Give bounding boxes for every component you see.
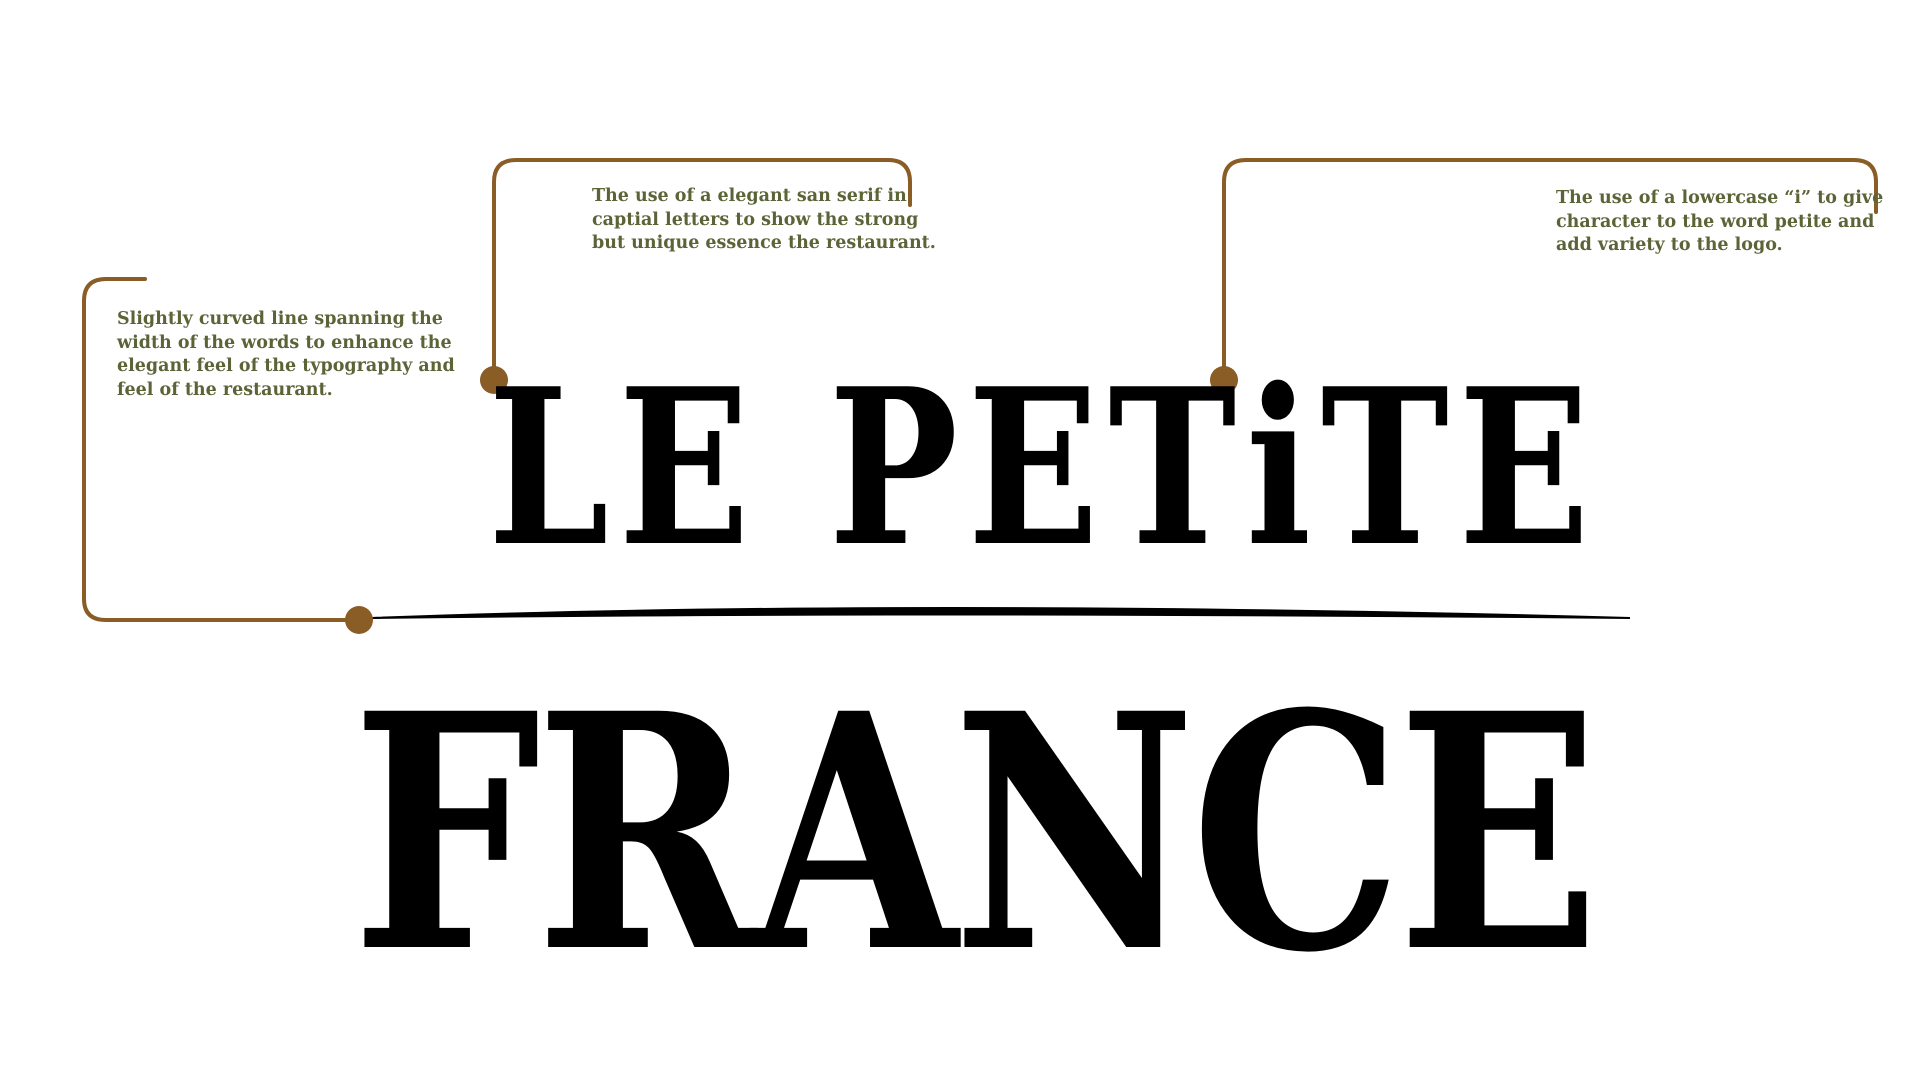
logo-line-le-petite: LE PETiTE bbox=[488, 341, 1600, 594]
annotation-line: width of the words to enhance the bbox=[117, 332, 452, 353]
annotation-line: add variety to the logo. bbox=[1556, 235, 1783, 255]
connector-line-san-serif bbox=[492, 158, 912, 382]
annotation-lowercase-i: The use of a lowercase “i” to give chara… bbox=[1556, 187, 1883, 258]
connector-dot-san-serif bbox=[480, 366, 508, 394]
annotation-line: feel of the restaurant. bbox=[117, 379, 333, 400]
annotation-line: character to the word petite and bbox=[1556, 211, 1875, 232]
curved-underline bbox=[372, 607, 1630, 619]
connector-line-lowercase-i bbox=[1222, 158, 1878, 382]
annotation-line: The use of a lowercase “i” to give bbox=[1556, 188, 1884, 208]
annotation-line: Slightly curved line spanning the bbox=[117, 309, 443, 329]
logo-line-france: FRANCE bbox=[352, 644, 1600, 1024]
annotation-line: elegant feel of the typography and bbox=[117, 356, 455, 376]
annotation-line: but unique essence the restaurant. bbox=[592, 233, 936, 253]
annotation-curved-line: Slightly curved line spanning the width … bbox=[117, 308, 455, 402]
connector-line-curved-line bbox=[82, 277, 360, 622]
annotation-line: The use of a elegant san serif in bbox=[592, 186, 907, 206]
annotation-san-serif: The use of a elegant san serif in captia… bbox=[592, 185, 936, 256]
connector-dot-curved-line bbox=[345, 606, 373, 634]
connector-dot-lowercase-i bbox=[1210, 366, 1238, 394]
annotation-line: captial letters to show the strong bbox=[592, 209, 919, 230]
